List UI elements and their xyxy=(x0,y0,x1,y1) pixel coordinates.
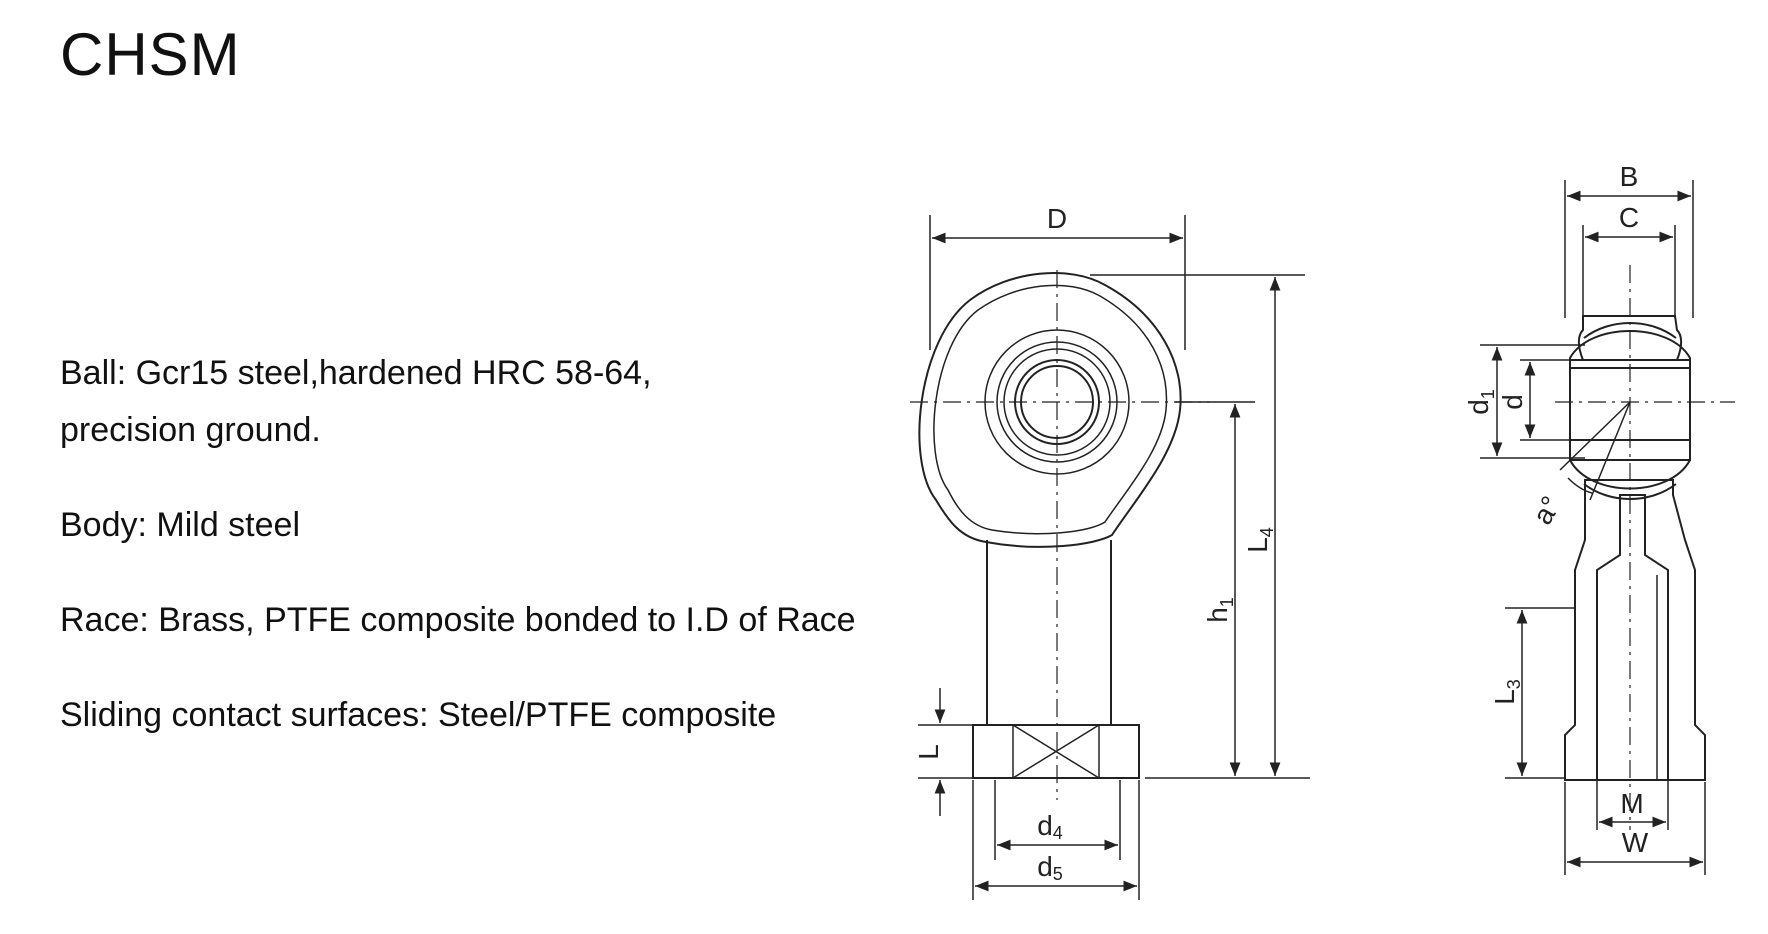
label-d1: d1 xyxy=(1463,389,1498,415)
label-d5: d5 xyxy=(1037,851,1063,884)
page-title: CHSM xyxy=(60,21,241,88)
ball-upper-section xyxy=(1569,330,1691,369)
angle-arc xyxy=(1567,477,1593,494)
ball-bore-section xyxy=(1569,359,1691,461)
spec-sliding-surfaces: Sliding contact surfaces: Steel/PTFE com… xyxy=(60,696,777,734)
hex-cross-2 xyxy=(1012,724,1100,779)
label-d: d xyxy=(1497,394,1528,410)
label-W: W xyxy=(1622,827,1649,858)
spec-ball-line-1: Ball: Gcr15 steel,hardened HRC 58-64, xyxy=(60,354,652,392)
spec-race: Race: Brass, PTFE composite bonded to I.… xyxy=(60,601,856,639)
label-M: M xyxy=(1620,788,1643,819)
label-d4: d4 xyxy=(1037,810,1063,843)
front-view: D L4 h1 L d4 d5 xyxy=(910,203,1310,900)
label-D: D xyxy=(1047,203,1067,234)
label-L: L xyxy=(913,744,944,760)
material-specs: Ball: Gcr15 steel,hardened HRC 58-64, pr… xyxy=(60,345,940,744)
label-L3: L3 xyxy=(1489,679,1524,705)
label-L4: L4 xyxy=(1242,527,1277,553)
rod-end-head-inner xyxy=(933,284,1168,535)
housing-shank-section xyxy=(1564,479,1706,781)
hex-flat xyxy=(1012,724,1100,779)
spec-body: Body: Mild steel xyxy=(60,506,300,544)
side-section-view: B C d1 d a° L3 M W xyxy=(1463,161,1735,875)
rod-end-head-outer xyxy=(918,272,1182,548)
angle-line-1 xyxy=(1559,401,1631,471)
angle-line-2 xyxy=(1589,401,1631,501)
label-C: C xyxy=(1619,202,1639,233)
label-h1: h1 xyxy=(1202,597,1237,623)
spec-ball-line-2: precision ground. xyxy=(60,411,321,449)
label-B: B xyxy=(1620,161,1639,192)
label-angle-a: a° xyxy=(1527,491,1567,530)
ball-lower-section xyxy=(1569,439,1691,490)
